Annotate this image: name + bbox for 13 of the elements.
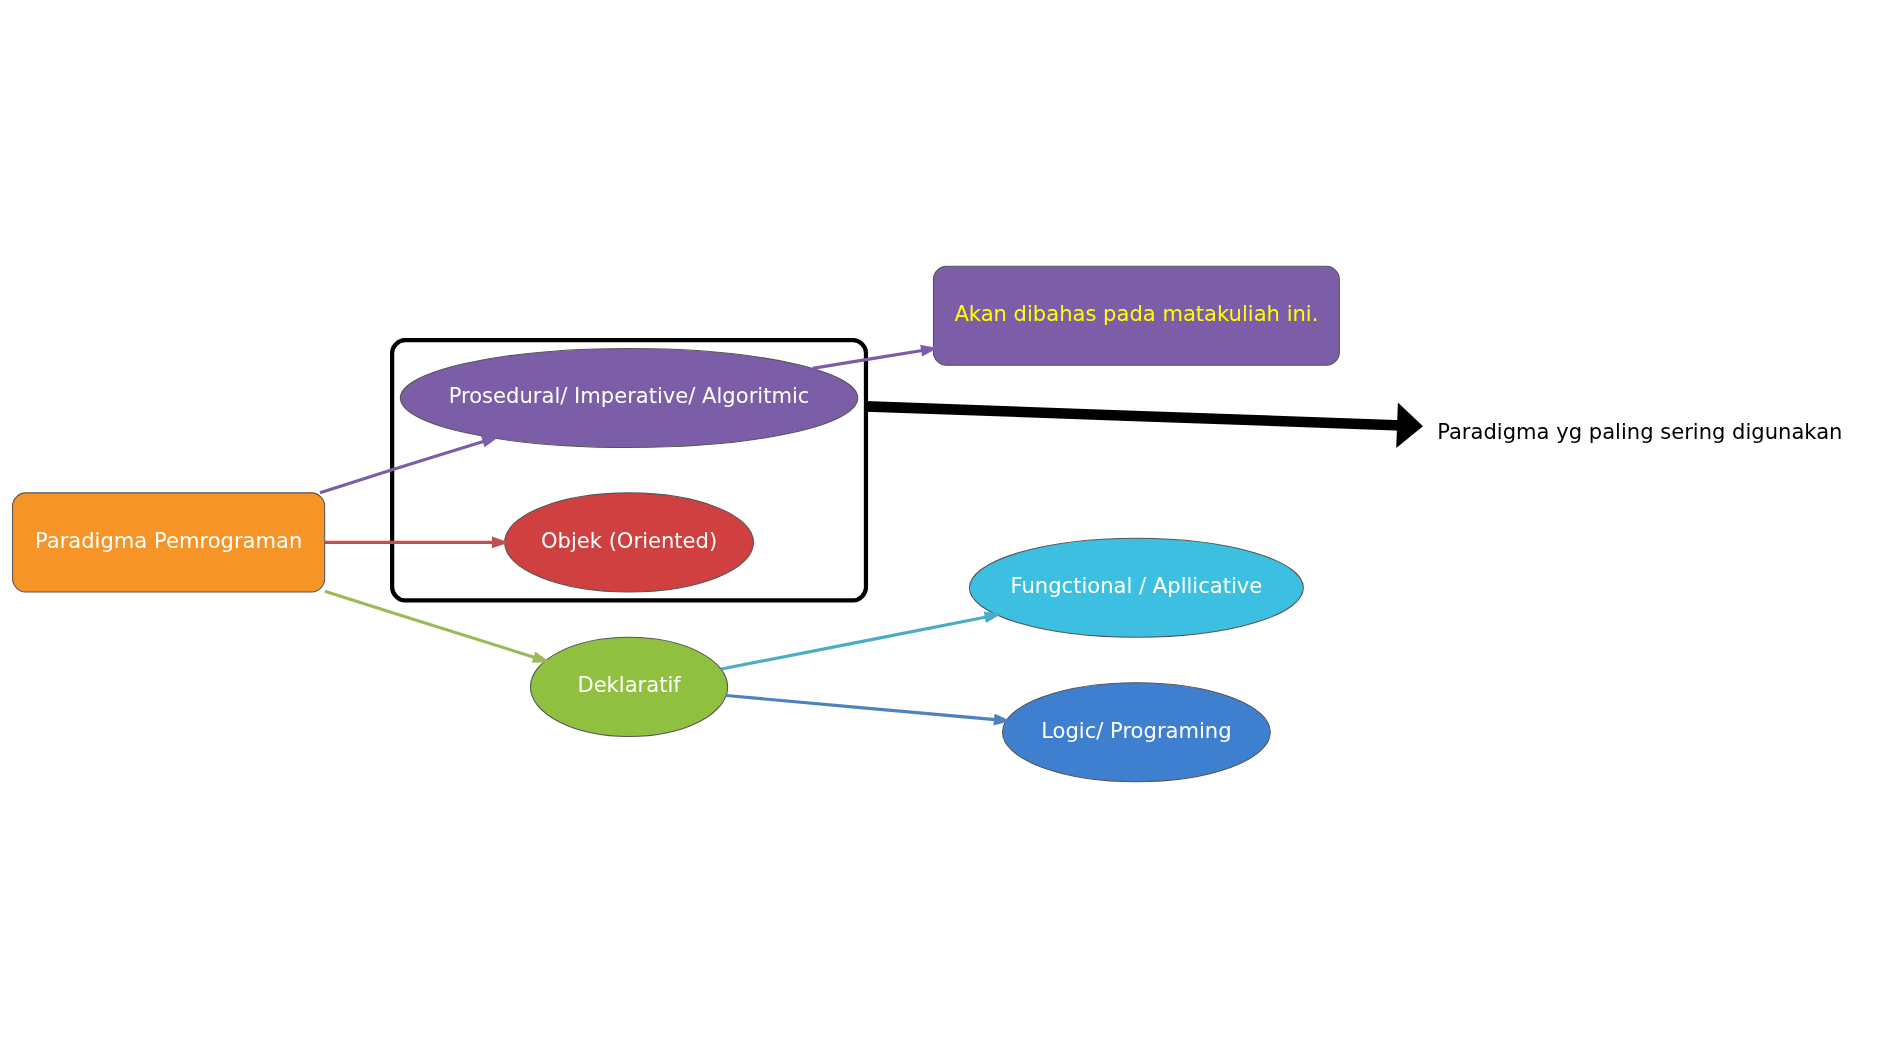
arrow bbox=[319, 435, 499, 494]
cluster bbox=[390, 337, 869, 603]
node-box: Akan dibahas pada matakuliah ini. bbox=[932, 265, 1340, 366]
arrow bbox=[324, 536, 509, 548]
node-box: Paradigma Pemrograman bbox=[12, 491, 326, 593]
node-ellipse: Logic/ Programing bbox=[1002, 681, 1271, 782]
arrow bbox=[324, 589, 550, 663]
node-ellipse: Fungctional / Apllicative bbox=[968, 537, 1304, 638]
arrow bbox=[726, 693, 1011, 725]
arrow bbox=[721, 611, 1002, 671]
node-ellipse: Objek (Oriented) bbox=[504, 491, 754, 593]
arrow bbox=[865, 400, 1423, 448]
node-text: Paradigma yg paling sering digunakan bbox=[1437, 418, 1843, 444]
